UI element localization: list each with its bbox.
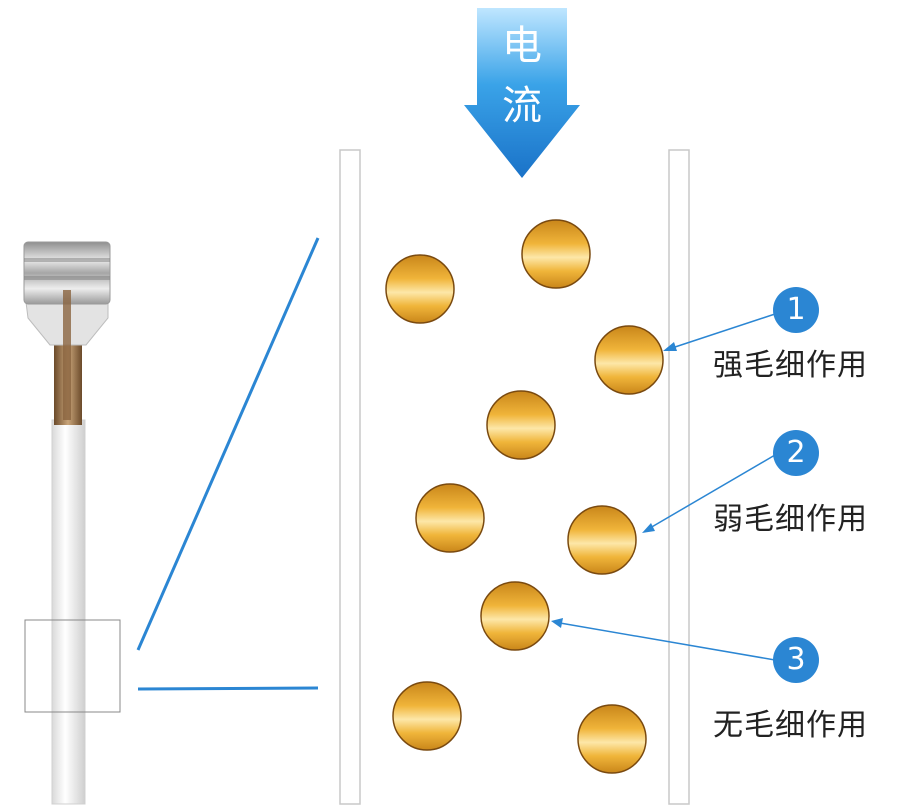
- pointer-line-1: [663, 313, 776, 351]
- capillary-wall-left: [339, 149, 361, 805]
- arrow-text-bottom: 流: [502, 83, 542, 129]
- annotation-label-3: 无毛细作用: [713, 708, 868, 743]
- zoom-line-lower: [137, 686, 319, 691]
- capillary-tip-illustration: [23, 241, 111, 805]
- annotation-number-1: 1: [773, 287, 819, 333]
- arrow-text-top: 电: [502, 23, 542, 69]
- annotation-label-2: 弱毛细作用: [713, 502, 868, 537]
- current-arrow: [464, 8, 580, 178]
- annotation-number-2: 2: [773, 430, 819, 476]
- bead: [521, 219, 591, 289]
- zoom-line-upper: [136, 237, 320, 651]
- bead: [480, 581, 550, 651]
- pointer-line-2: [642, 454, 776, 533]
- bead: [577, 704, 647, 774]
- bead: [567, 505, 637, 575]
- beads: [385, 219, 664, 774]
- annotation-label-1: 强毛细作用: [713, 348, 868, 383]
- annotation-number-3: 3: [773, 637, 819, 683]
- capillary-wall-right: [668, 149, 690, 805]
- bead: [594, 325, 664, 395]
- pointer-line-3: [551, 618, 776, 661]
- bead: [392, 681, 462, 751]
- bead: [385, 254, 455, 324]
- bead: [486, 390, 556, 460]
- zoom-region-box: [24, 619, 121, 713]
- bead: [415, 483, 485, 553]
